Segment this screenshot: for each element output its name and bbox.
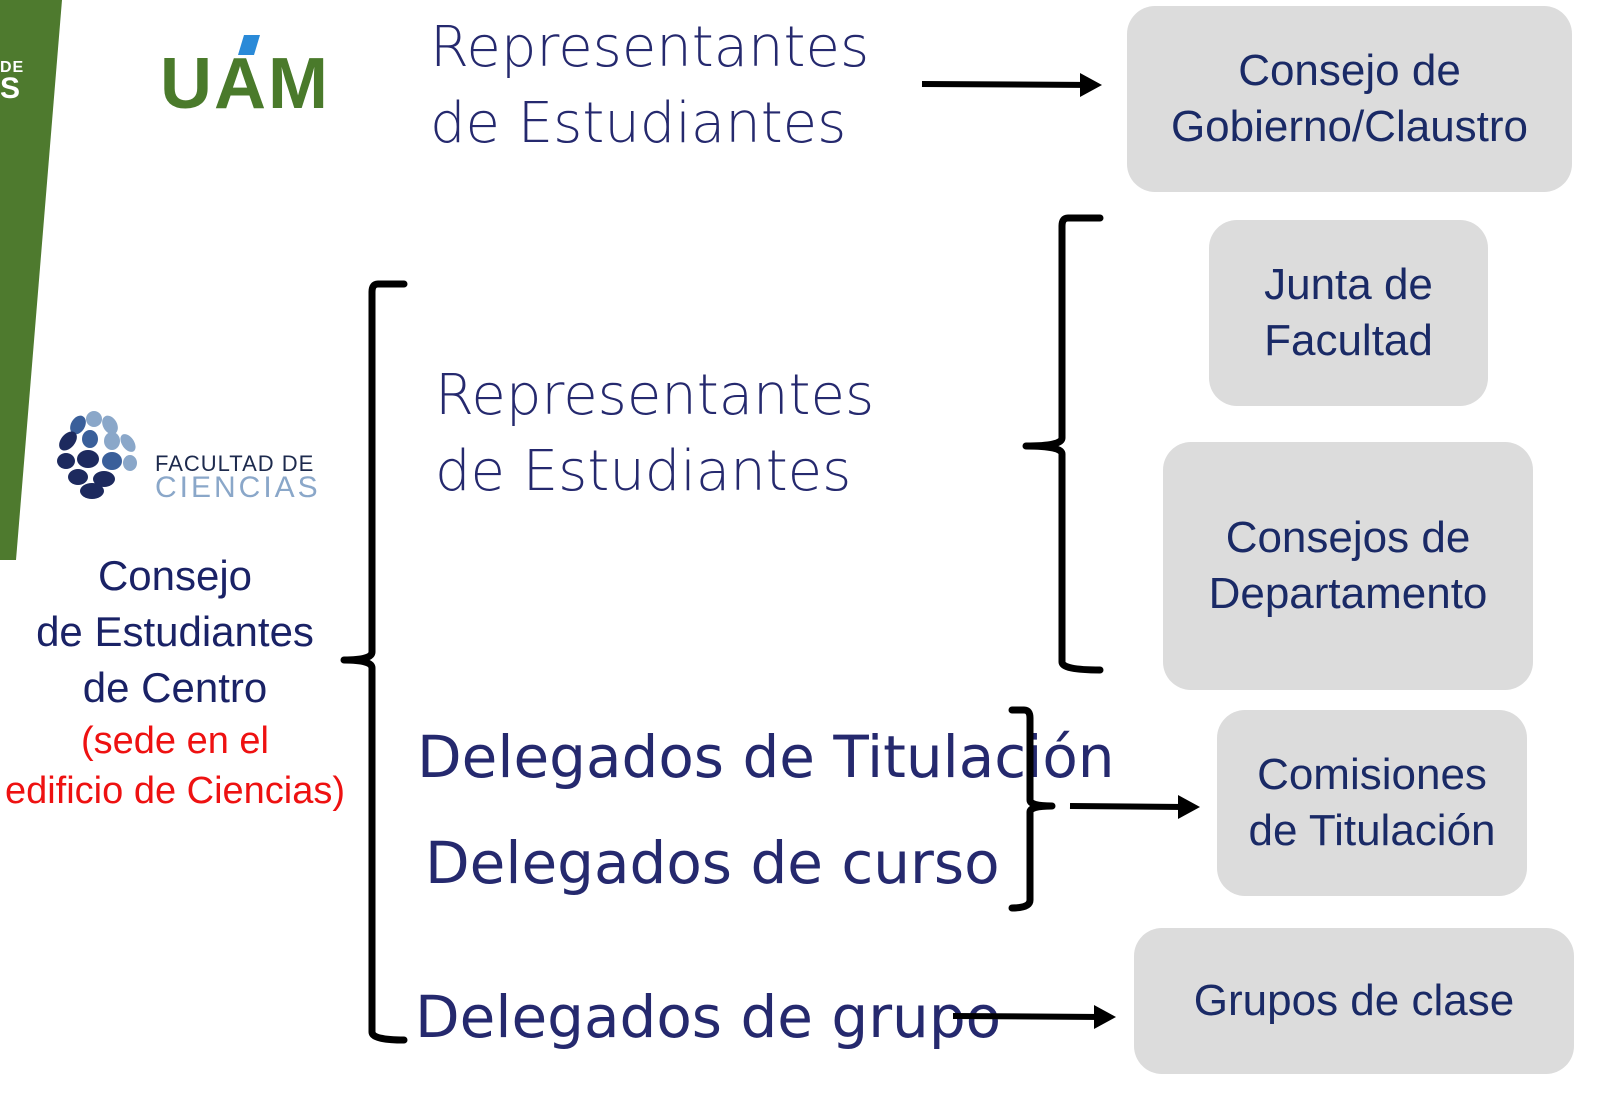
- arrow-comisiones-head: [1178, 795, 1200, 819]
- delegados-curso-label: Delegados de curso: [425, 829, 1000, 897]
- consejo-line1: Consejo: [97, 552, 253, 599]
- middle-right-bracket: [1022, 214, 1104, 674]
- arrow-top-head: [1080, 73, 1102, 97]
- uam-logo-text: UAM: [160, 44, 330, 124]
- box-comisiones-titulacion: Comisiones de Titulación: [1217, 710, 1527, 896]
- box-consejo-gobierno-claustro: Consejo de Gobierno/Claustro: [1127, 6, 1572, 192]
- consejo-line3: de Centro: [82, 664, 268, 711]
- box-comisiones-line2: de Titulación: [1248, 806, 1496, 855]
- delegados-grupo-label: Delegados de grupo: [415, 983, 1002, 1051]
- facultad-logo-line2: CIENCIAS: [155, 471, 321, 504]
- box-junta-line2: Facultad: [1264, 316, 1433, 365]
- strip-text-line1: DE: [0, 59, 25, 76]
- facultad-logo-dots-icon: [57, 411, 137, 499]
- box-grupos-clase: Grupos de clase: [1134, 928, 1574, 1074]
- uam-logo-accent-icon: [238, 35, 260, 55]
- representantes-top-label: Representantes de Estudiantes: [430, 10, 869, 162]
- green-sidebar-strip: [0, 0, 70, 1097]
- box-junta-line1: Junta de: [1264, 260, 1433, 309]
- arrow-grupos: [952, 1013, 1103, 1020]
- strip-text-line2: S: [0, 72, 21, 105]
- box-consejo-gobierno-line2: Gobierno/Claustro: [1170, 102, 1529, 151]
- uam-logo: UAM: [160, 30, 330, 125]
- representantes-middle-label: Representantes de Estudiantes: [435, 358, 874, 510]
- rep-top-line1: Representantes: [430, 15, 870, 80]
- rep-top-line2: de Estudiantes: [430, 91, 847, 156]
- box-comisiones-line1: Comisiones: [1257, 750, 1487, 799]
- facultad-logo-line1: FACULTAD DE: [155, 451, 315, 476]
- rep-mid-line1: Representantes: [435, 363, 875, 428]
- consejo-note-line1: (sede en el: [80, 720, 269, 762]
- box-junta-facultad: Junta de Facultad: [1209, 220, 1488, 406]
- arrow-top: [921, 79, 1097, 90]
- box-consejos-dep-line2: Departamento: [1208, 569, 1488, 618]
- arrow-comisiones: [1069, 803, 1186, 810]
- box-consejos-dep-line1: Consejos de: [1225, 513, 1471, 562]
- box-consejo-gobierno-line1: Consejo de: [1238, 46, 1461, 95]
- arrow-grupos-head: [1094, 1005, 1116, 1029]
- strip-text: DE S: [0, 60, 24, 104]
- box-consejos-departamento: Consejos de Departamento: [1163, 442, 1533, 690]
- delegados-titulacion-label: Delegados de Titulación: [417, 723, 1115, 791]
- facultad-ciencias-logo: FACULTAD DE CIENCIAS: [50, 405, 330, 505]
- consejo-note-line2: edificio de Ciencias): [4, 770, 346, 812]
- left-big-bracket: [340, 280, 408, 1044]
- consejo-estudiantes-centro: Consejo de Estudiantes de Centro (sede e…: [0, 548, 350, 816]
- green-strip-shape: [0, 0, 62, 560]
- consejo-line2: de Estudiantes: [36, 608, 314, 655]
- delegados-right-bracket: [1008, 706, 1056, 912]
- box-grupos-label: Grupos de clase: [1193, 976, 1515, 1025]
- rep-mid-line2: de Estudiantes: [435, 439, 852, 504]
